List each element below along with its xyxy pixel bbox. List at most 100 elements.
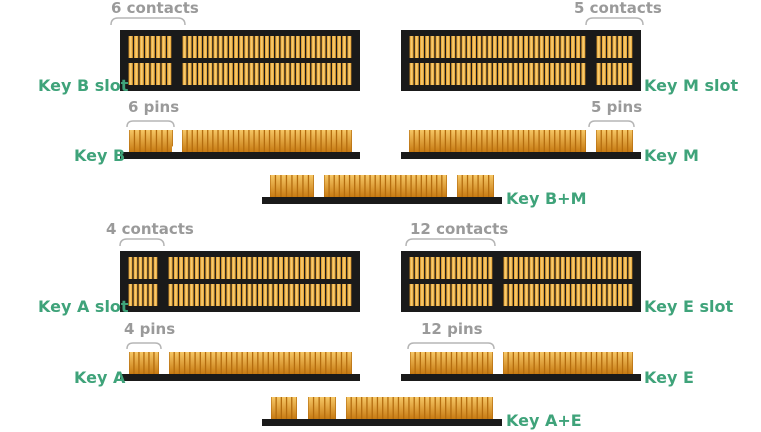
- key-m-slot-label: Key M slot: [644, 76, 738, 95]
- gold-contact: [628, 284, 633, 306]
- gold-contact: [287, 397, 292, 419]
- gold-contact: [365, 175, 370, 197]
- gold-contact: [270, 63, 275, 85]
- gold-contact: [437, 175, 442, 197]
- gold-contact: [187, 36, 192, 58]
- gold-contact: [534, 36, 539, 58]
- gold-contact: [508, 352, 513, 374]
- gold-contact: [134, 63, 139, 85]
- key-a-edge-board: [120, 374, 360, 381]
- gold-contact: [294, 257, 299, 279]
- gold-contact: [309, 175, 314, 197]
- gold-contact: [268, 257, 273, 279]
- gold-contact: [200, 257, 205, 279]
- gold-contact: [440, 36, 445, 58]
- gold-contact: [446, 130, 450, 152]
- gold-contact: [252, 257, 257, 279]
- gold-contact: [218, 63, 223, 85]
- gold-contact: [134, 352, 139, 374]
- key-b-edge-pins-small: [129, 130, 173, 152]
- gold-contact: [435, 257, 440, 279]
- gold-contact: [498, 36, 503, 58]
- key-b-slot-label: Key B slot: [38, 76, 129, 95]
- gold-contact: [503, 352, 508, 374]
- gold-contact: [508, 63, 513, 85]
- key-b-slot-contacts-large: [182, 36, 352, 85]
- gold-contact: [617, 130, 622, 152]
- gold-contact: [227, 352, 232, 374]
- key-e-edge-notch: [493, 365, 503, 374]
- gold-contact: [329, 175, 334, 197]
- gold-contact: [446, 397, 451, 419]
- gold-contact: [596, 63, 601, 85]
- pin-backing: [409, 130, 586, 152]
- gold-contact: [456, 63, 461, 85]
- gold-contact: [467, 257, 472, 279]
- gold-contact: [414, 36, 419, 58]
- key-a-edge-label: Key A: [74, 368, 126, 387]
- gold-contact: [623, 352, 628, 374]
- gold-contact: [211, 352, 216, 374]
- gold-contact: [161, 36, 166, 58]
- gold-contact: [451, 397, 456, 419]
- gold-contact: [534, 284, 539, 306]
- gold-contact: [289, 257, 294, 279]
- gold-contact: [529, 36, 534, 58]
- gold-contact: [555, 257, 560, 279]
- key-a-slot: [120, 251, 360, 312]
- gold-contact: [560, 284, 565, 306]
- gold-contact: [529, 257, 534, 279]
- gold-contact: [406, 175, 411, 197]
- gold-contact: [140, 130, 145, 152]
- key-a-edge: [120, 352, 360, 381]
- gold-contact: [498, 63, 503, 85]
- gold-contact: [129, 130, 134, 152]
- gold-contact: [289, 352, 294, 374]
- gold-contact: [430, 397, 435, 419]
- gold-contact: [258, 352, 263, 374]
- gold-contact: [316, 352, 320, 374]
- gold-contact: [581, 257, 586, 279]
- gold-contact: [483, 284, 488, 306]
- key-a-edge-notch: [159, 365, 169, 374]
- gold-contact: [248, 352, 252, 374]
- key-ae-edge-notch-a: [297, 410, 308, 419]
- gold-contact: [173, 284, 178, 306]
- gold-contact: [310, 284, 315, 306]
- gold-contact: [426, 352, 431, 374]
- gold-contact: [150, 36, 155, 58]
- key-m-edge-notch: [586, 143, 596, 152]
- pin-backing: [346, 397, 493, 419]
- gold-contact: [273, 284, 278, 306]
- gold-contact: [409, 36, 414, 58]
- gold-contact: [339, 175, 344, 197]
- gold-contact: [607, 284, 612, 306]
- gold-contact: [326, 284, 331, 306]
- gold-contact: [279, 284, 283, 306]
- gold-contact: [386, 175, 390, 197]
- gold-contact: [208, 130, 213, 152]
- gold-contact: [326, 130, 331, 152]
- gold-contact: [416, 175, 421, 197]
- gold-contact: [305, 257, 310, 279]
- key-m-edge-board: [401, 152, 641, 159]
- gold-contact: [221, 257, 226, 279]
- gold-contact: [194, 257, 199, 279]
- gold-contact: [617, 63, 622, 85]
- gold-contact: [503, 36, 508, 58]
- key-e-slot-label: Key E slot: [644, 297, 733, 316]
- gold-contact: [143, 284, 148, 306]
- gold-contact: [628, 257, 633, 279]
- gold-contact: [425, 257, 430, 279]
- gold-contact: [472, 352, 477, 374]
- key-bm-edge-label: Key B+M: [506, 189, 587, 208]
- gold-contact: [566, 257, 570, 279]
- gold-contact: [571, 257, 576, 279]
- gold-contact: [249, 63, 254, 85]
- gold-contact: [331, 130, 336, 152]
- gold-contact: [367, 397, 372, 419]
- gold-contact: [180, 352, 184, 374]
- gold-contact: [198, 130, 202, 152]
- key-bm-edge-notch-m: [447, 188, 457, 197]
- gold-contact: [221, 284, 226, 306]
